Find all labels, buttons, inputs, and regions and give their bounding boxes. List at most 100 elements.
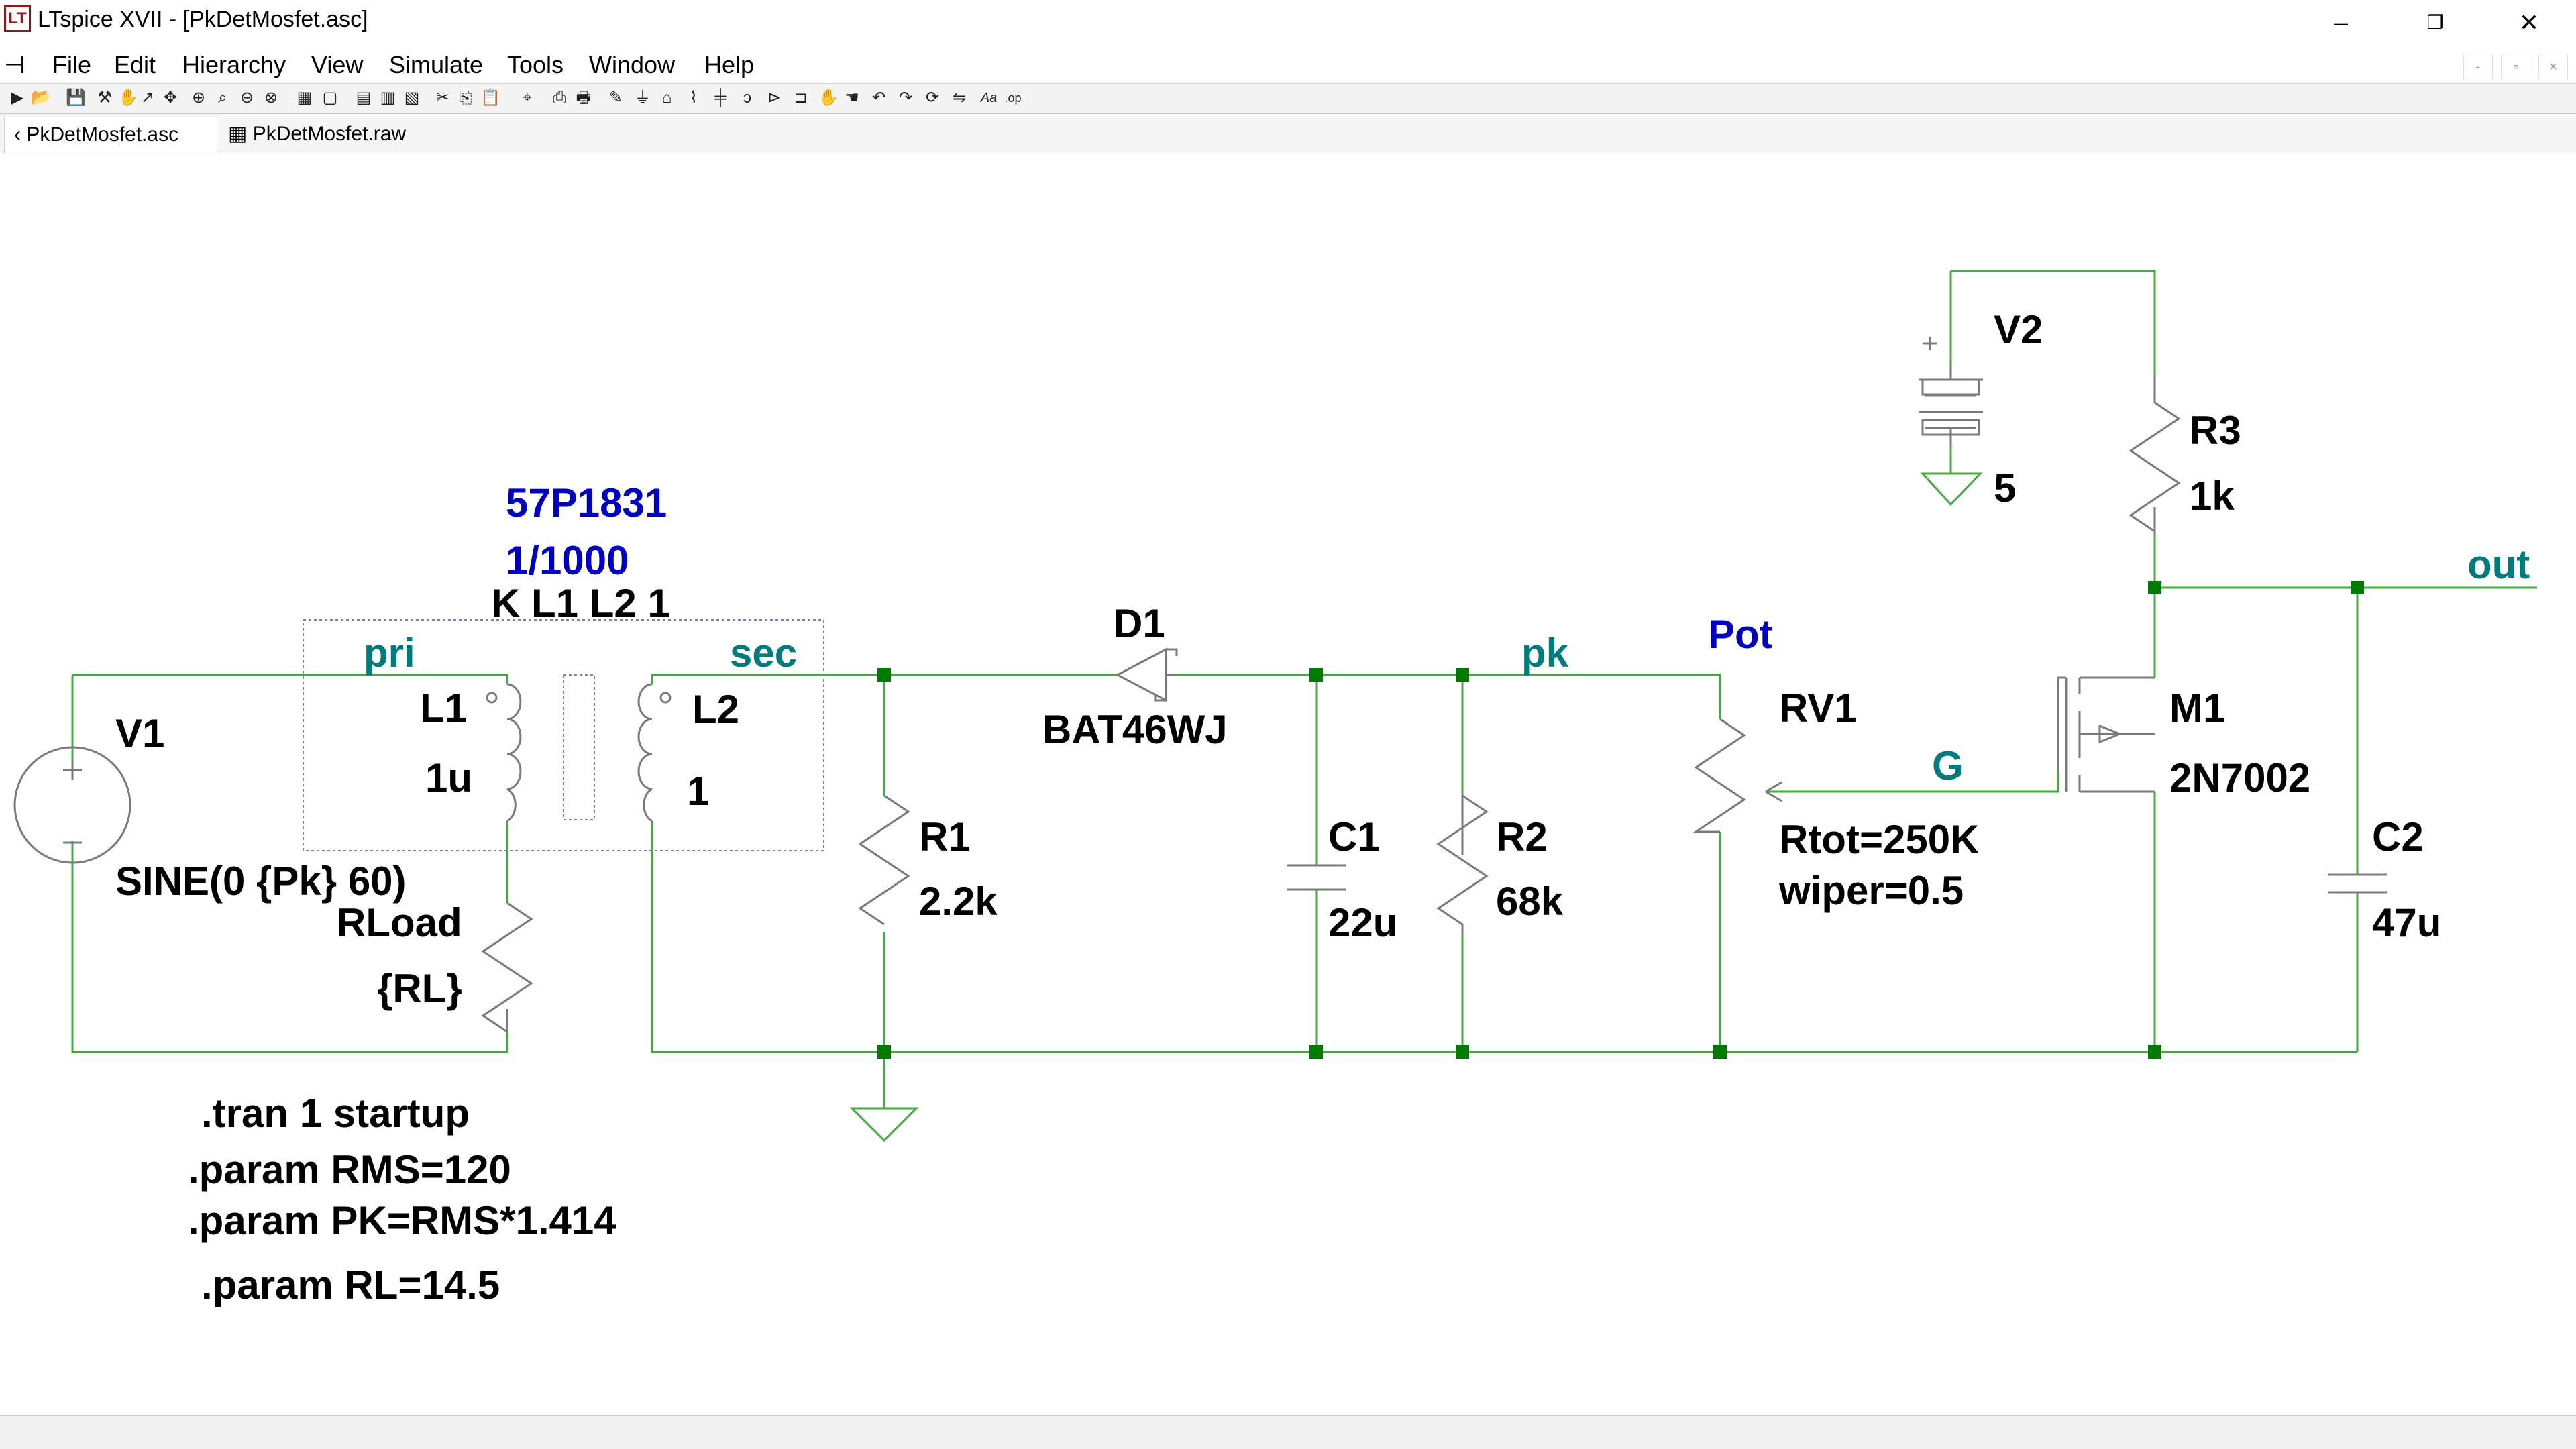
tab-pkdetmosfet-raw[interactable]: ▦ PkDetMosfet.raw <box>228 123 407 145</box>
c1-value[interactable]: 22u <box>1328 900 1397 945</box>
drag-icon[interactable]: ☚ <box>845 89 859 107</box>
c2-name[interactable]: C2 <box>2372 814 2424 859</box>
rv1-rtot[interactable]: Rtot=250K <box>1779 817 1979 862</box>
close-button[interactable]: ✕ <box>2518 9 2540 36</box>
find-icon[interactable]: ⌖ <box>523 89 532 107</box>
d1-value[interactable]: BAT46WJ <box>1042 707 1228 752</box>
menu-view[interactable]: View <box>311 51 364 78</box>
ground-icon[interactable]: ⏚ <box>635 89 651 107</box>
autorange-icon[interactable]: ▦ <box>297 89 313 107</box>
net-label-g[interactable]: G <box>1932 743 1964 788</box>
open-icon[interactable]: 📂 <box>31 89 51 107</box>
probe-icon[interactable]: ↗ <box>140 89 155 107</box>
net-label-pri[interactable]: pri <box>364 631 415 676</box>
l1-name[interactable]: L1 <box>420 686 467 731</box>
copy-icon[interactable]: ⎘ <box>459 89 472 107</box>
v2-name[interactable]: V2 <box>1994 307 2043 352</box>
mdi-close-button[interactable]: × <box>2538 54 2568 80</box>
m1-name[interactable]: M1 <box>2169 686 2225 731</box>
menu-hierarchy[interactable]: Hierarchy <box>182 51 286 78</box>
menu-edit[interactable]: Edit <box>114 51 156 78</box>
menu-window[interactable]: Window <box>589 51 676 78</box>
diode-icon[interactable]: ⊳ <box>767 89 782 107</box>
zoom-in-icon[interactable]: ⊕ <box>191 89 206 107</box>
draw-wire-icon[interactable]: ✎ <box>608 89 623 107</box>
menu-simulate[interactable]: Simulate <box>389 51 484 78</box>
undo-icon[interactable]: ↶ <box>871 89 886 107</box>
l1-value[interactable]: 1u <box>425 755 472 800</box>
halt-icon[interactable]: ✋ <box>118 89 138 107</box>
r3-value[interactable]: 1k <box>2190 474 2235 519</box>
c1-name[interactable]: C1 <box>1328 814 1380 859</box>
coupling-directive[interactable]: K L1 L2 1 <box>491 581 670 626</box>
cut-icon[interactable]: ✂ <box>435 89 450 107</box>
cascade-icon[interactable]: ▧ <box>404 89 420 107</box>
mdi-restore-button[interactable]: ▫ <box>2501 54 2530 80</box>
print-setup-icon[interactable]: ⎙ <box>553 89 566 107</box>
param-pk-directive[interactable]: .param PK=RMS*1.414 <box>188 1198 616 1243</box>
save-icon[interactable]: 💾 <box>66 89 86 107</box>
minimize-button[interactable]: – <box>2334 9 2349 36</box>
l2-value[interactable]: 1 <box>687 769 709 814</box>
menu-help[interactable]: Help <box>704 51 755 78</box>
resistor-icon[interactable]: ⌇ <box>690 89 698 107</box>
ltspice-app-icon[interactable]: LT <box>4 5 31 32</box>
zoom-extents-icon[interactable]: ▢ <box>322 89 338 107</box>
v1-value[interactable]: SINE(0 {Pk} 60) <box>115 859 407 904</box>
tile-horizontal-icon[interactable]: ▤ <box>356 89 372 107</box>
net-label-sec[interactable]: sec <box>730 631 797 676</box>
mdi-schematic-icon[interactable]: ⊣ <box>4 51 25 78</box>
param-rl-directive[interactable]: .param RL=14.5 <box>201 1263 500 1307</box>
ground-main-icon <box>849 1107 919 1142</box>
r3-name[interactable]: R3 <box>2190 408 2241 453</box>
net-label-out[interactable]: out <box>2467 542 2530 587</box>
spice-directive-icon[interactable]: .op <box>1004 91 1022 105</box>
m1-value[interactable]: 2N7002 <box>2169 755 2310 800</box>
d1-name[interactable]: D1 <box>1114 601 1165 646</box>
rv1-wiper[interactable]: wiper=0.5 <box>1778 868 1964 913</box>
paste-icon[interactable]: 📋 <box>480 89 500 107</box>
component-icon[interactable]: ⊐ <box>794 89 808 107</box>
rv1-name[interactable]: RV1 <box>1779 686 1857 731</box>
mirror-icon[interactable]: ⇋ <box>952 89 967 107</box>
restore-button[interactable]: ❐ <box>2426 12 2444 33</box>
v2-value[interactable]: 5 <box>1994 466 2016 511</box>
r1-name[interactable]: R1 <box>919 814 971 859</box>
v1-name[interactable]: V1 <box>115 711 164 756</box>
tile-vertical-icon[interactable]: ▥ <box>380 89 396 107</box>
c2-value[interactable]: 47u <box>2372 900 2441 945</box>
junction-m1-bottom <box>2148 1045 2161 1059</box>
move-icon[interactable]: ✋ <box>818 89 839 107</box>
menu-tools[interactable]: Tools <box>507 51 564 78</box>
tran-directive[interactable]: .tran 1 startup <box>201 1091 470 1136</box>
junction-r2-top <box>1456 668 1469 682</box>
rload-value[interactable]: {RL} <box>377 966 462 1011</box>
r2-value[interactable]: 68k <box>1496 879 1564 924</box>
run-icon[interactable]: ▶ <box>11 89 24 107</box>
redo-icon[interactable]: ↷ <box>898 89 913 107</box>
l2-inductor-icon <box>637 683 672 822</box>
tab-pkdetmosfet-asc[interactable]: ‹ PkDetMosfet.asc <box>4 117 217 153</box>
text-icon[interactable]: Aa <box>980 91 998 105</box>
zoom-pan-icon[interactable]: ⌕ <box>218 89 227 107</box>
capacitor-icon[interactable]: ╪ <box>714 89 727 107</box>
l2-name[interactable]: L2 <box>692 687 739 732</box>
mdi-minimize-button[interactable]: - <box>2463 54 2493 80</box>
r1-value[interactable]: 2.2k <box>919 879 998 924</box>
net-label-pk[interactable]: pk <box>1521 631 1569 676</box>
print-icon[interactable]: 🖶 <box>576 89 592 107</box>
rload-name[interactable]: RLoad <box>337 900 462 945</box>
pan-icon[interactable]: ✥ <box>163 89 178 107</box>
schematic-canvas[interactable]: 57P1831 1/1000 Pot K L1 L2 1 .tran 1 sta… <box>0 154 2576 1415</box>
rotate-icon[interactable]: ⟳ <box>925 89 940 107</box>
param-rms-directive[interactable]: .param RMS=120 <box>188 1147 511 1192</box>
wire-pk-pot <box>1462 674 1721 719</box>
zoom-fit-icon[interactable]: ⊗ <box>264 89 278 107</box>
menu-file[interactable]: File <box>52 51 92 78</box>
control-panel-icon[interactable]: ⚒ <box>97 89 112 107</box>
label-net-icon[interactable]: ⌂ <box>661 89 672 107</box>
inductor-icon[interactable]: ↄ <box>743 89 751 107</box>
zoom-out-icon[interactable]: ⊖ <box>239 89 254 107</box>
r2-name[interactable]: R2 <box>1496 814 1548 859</box>
schematic-icon: ‹ <box>14 123 27 146</box>
